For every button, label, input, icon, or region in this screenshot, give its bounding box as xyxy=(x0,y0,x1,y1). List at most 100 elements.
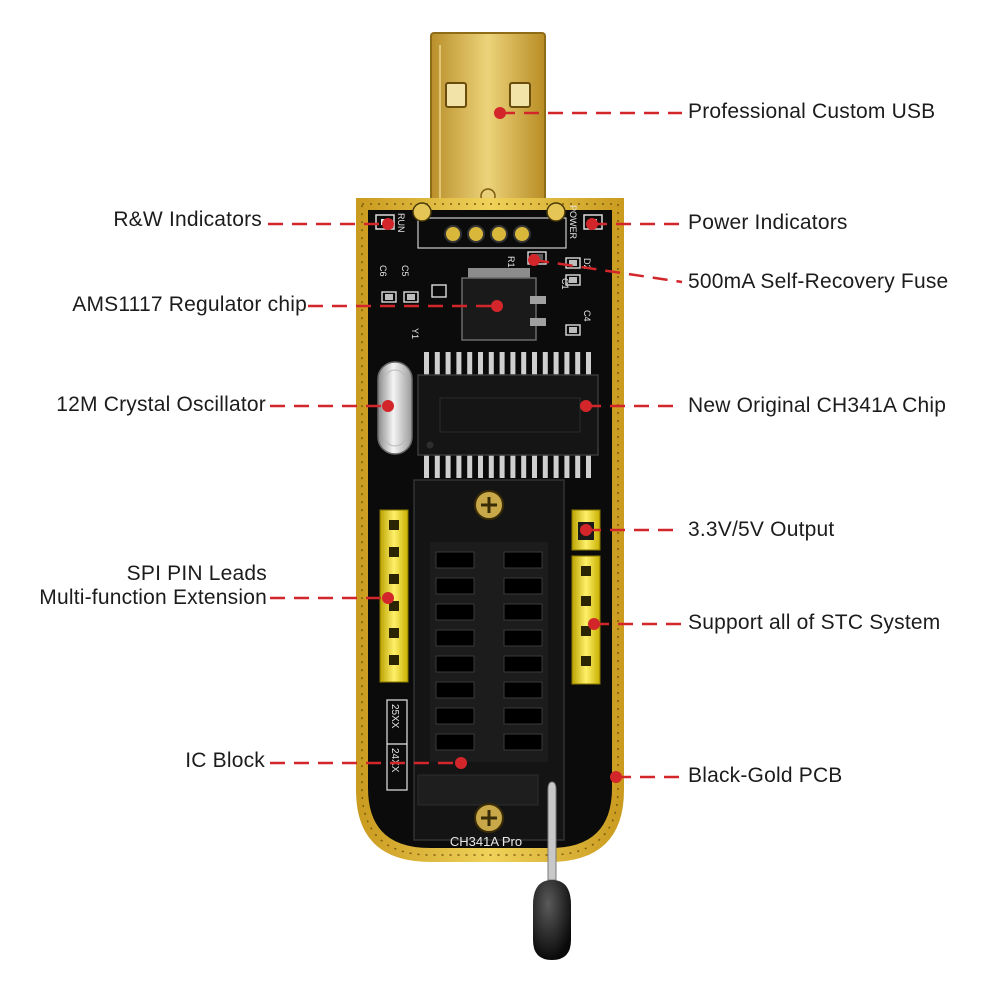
silk-c5: C5 xyxy=(400,265,410,277)
socket-slot xyxy=(503,681,543,699)
chip-pin-top xyxy=(434,352,440,376)
chip-pin-top xyxy=(586,352,591,376)
silk-r1: R1 xyxy=(506,256,516,268)
chip-pin-bottom xyxy=(499,454,505,478)
callout-dot xyxy=(382,592,394,604)
header-pin xyxy=(581,656,591,666)
label-crystal: 12M Crystal Oscillator xyxy=(56,393,266,416)
callout-dot xyxy=(382,400,394,412)
chip-pin-bottom xyxy=(564,454,570,478)
label-pcb: Black-Gold PCB xyxy=(688,764,843,787)
callout-dot xyxy=(455,757,467,769)
header-pin xyxy=(389,547,399,557)
chip-pin-bottom xyxy=(510,454,516,478)
socket-slot xyxy=(435,551,475,569)
chip-pin-bottom xyxy=(467,454,473,478)
silk-power: POWER xyxy=(568,205,578,240)
label-rw-indicators: R&W Indicators xyxy=(113,208,262,231)
chip-pin-bottom xyxy=(575,454,581,478)
header-pin xyxy=(389,628,399,638)
silk-run: RUN xyxy=(396,213,406,233)
chip-pin-top xyxy=(510,352,516,376)
chip-pin-top xyxy=(445,352,451,376)
socket-slot xyxy=(435,629,475,647)
header-pin xyxy=(581,566,591,576)
header-pin xyxy=(389,520,399,530)
label-ic-block: IC Block xyxy=(185,749,265,772)
ic-socket xyxy=(413,479,565,841)
silk-c6: C6 xyxy=(378,265,388,277)
chip-pin-top xyxy=(575,352,581,376)
usb-pads xyxy=(412,202,567,249)
chip-pin-bottom xyxy=(488,454,494,478)
chip-pin-top xyxy=(564,352,570,376)
label-spi-line2: Multi-function Extension xyxy=(39,586,267,609)
callout-dot xyxy=(588,618,600,630)
silk-c4: C4 xyxy=(582,310,592,322)
callout-line xyxy=(533,258,683,284)
chip-pin-top xyxy=(478,352,483,376)
chip-pin-top xyxy=(488,352,494,376)
callout-dot xyxy=(580,524,592,536)
label-spi-line1: SPI PIN Leads xyxy=(126,562,267,585)
header-pin xyxy=(389,655,399,665)
chip-pin-bottom xyxy=(478,454,483,478)
zif-lever xyxy=(533,781,571,960)
chip-pin-bottom xyxy=(542,454,548,478)
socket-slot xyxy=(435,603,475,621)
socket-slot xyxy=(503,733,543,751)
header-pin xyxy=(389,601,399,611)
silk-board-name: CH341A Pro xyxy=(450,834,522,849)
socket-slot xyxy=(503,655,543,673)
crystal-oscillator xyxy=(377,361,413,455)
silk-d2: D2 xyxy=(582,258,592,270)
label-stc: Support all of STC System xyxy=(688,611,941,634)
header-pin xyxy=(581,626,591,636)
chip-pin-bottom xyxy=(586,454,591,478)
socket-slot xyxy=(435,655,475,673)
silk-24xx: 24XX xyxy=(389,748,400,773)
label-power-indicators: Power Indicators xyxy=(688,211,848,234)
callout-leaders xyxy=(268,107,683,783)
label-usb: Professional Custom USB xyxy=(688,100,936,123)
chip-pin-bottom xyxy=(521,454,527,478)
chip-pin-bottom xyxy=(445,454,451,478)
socket-slot xyxy=(435,577,475,595)
callout-dot xyxy=(382,218,394,230)
socket-slot xyxy=(435,681,475,699)
chip-pin-bottom xyxy=(434,454,440,478)
socket-slot xyxy=(503,551,543,569)
chip-pin-top xyxy=(542,352,548,376)
chip-pin-bottom xyxy=(456,454,462,478)
usb-connector xyxy=(430,32,546,219)
regulator-chip xyxy=(461,268,546,341)
callout-dot xyxy=(580,400,592,412)
label-chip: New Original CH341A Chip xyxy=(688,394,947,417)
chip-pin-top xyxy=(521,352,527,376)
header-pin xyxy=(581,596,591,606)
chip-pin-bottom xyxy=(424,454,429,478)
socket-slot xyxy=(503,707,543,725)
ch341a-chip xyxy=(417,352,599,478)
socket-slot xyxy=(503,603,543,621)
silk-c1: C1 xyxy=(560,278,570,290)
chip-pin-top xyxy=(424,352,429,376)
label-regulator: AMS1117 Regulator chip xyxy=(72,293,307,316)
callout-dot xyxy=(494,107,506,119)
callout-dot xyxy=(491,300,503,312)
socket-slot xyxy=(435,733,475,751)
chip-pin-top xyxy=(532,352,537,376)
silk-chip-type-box xyxy=(386,699,408,791)
chip-pin-top xyxy=(467,352,473,376)
chip-pin-top xyxy=(456,352,462,376)
socket-slot xyxy=(503,577,543,595)
chip-pin-top xyxy=(553,352,559,376)
callout-dot xyxy=(586,218,598,230)
socket-slot xyxy=(435,707,475,725)
label-fuse: 500mA Self-Recovery Fuse xyxy=(688,270,949,293)
stc-pin-header xyxy=(571,555,601,685)
callout-dot xyxy=(610,771,622,783)
chip-pin-bottom xyxy=(532,454,537,478)
chip-pin-top xyxy=(499,352,505,376)
